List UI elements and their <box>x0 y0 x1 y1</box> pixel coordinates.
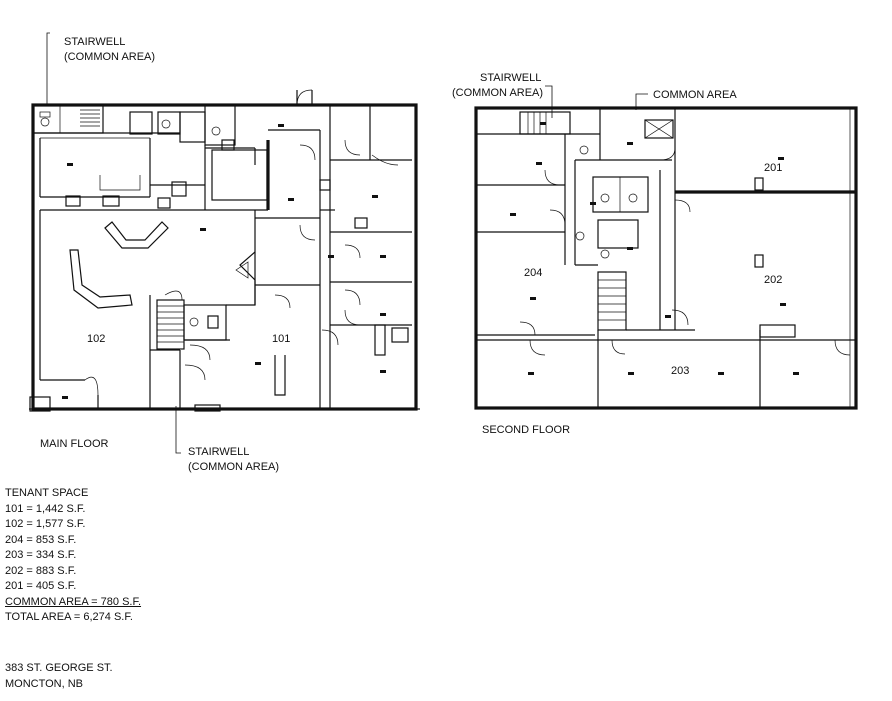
tenant-space-heading: TENANT SPACE <box>5 487 89 499</box>
stairwell-bottom-line1: STAIRWELL <box>188 446 249 458</box>
second-floor-title: SECOND FLOOR <box>482 424 570 436</box>
common-area-total: COMMON AREA = 780 S.F. <box>5 595 142 608</box>
unit-101-label: 101 <box>272 333 290 345</box>
unit-203-label: 203 <box>671 365 689 377</box>
stairwell-top-left-line2: (COMMON AREA) <box>64 51 155 63</box>
main-floor-plan <box>29 89 420 412</box>
second-floor-plan <box>474 106 858 410</box>
stairwell-bottom-line2: (COMMON AREA) <box>188 461 279 473</box>
stairwell-label-top-right: STAIRWELL (COMMON AREA) <box>452 72 544 99</box>
tenant-space-row: 101 = 1,442 S.F. <box>5 502 86 515</box>
main-floor-title: MAIN FLOOR <box>40 438 109 450</box>
unit-102-label: 102 <box>87 333 105 345</box>
tenant-space-row: 204 = 853 S.F. <box>5 533 77 546</box>
unit-204-label: 204 <box>524 267 542 279</box>
stairwell-top-right-line2: (COMMON AREA) <box>452 87 543 99</box>
address-line-2: MONCTON, NB <box>5 677 84 690</box>
stairwell-top-left-line1: STAIRWELL <box>64 36 125 48</box>
unit-201-label: 201 <box>764 162 782 174</box>
address-line-1: 383 ST. GEORGE ST. <box>5 662 113 674</box>
common-area-label: COMMON AREA <box>653 89 737 101</box>
total-area: TOTAL AREA = 6,274 S.F. <box>5 611 133 623</box>
unit-202-label: 202 <box>764 274 782 286</box>
address-block: 383 ST. GEORGE ST. MONCTON, NB <box>5 661 113 692</box>
stairwell-label-top-left: STAIRWELL (COMMON AREA) <box>64 36 155 63</box>
tenant-space-legend: TENANT SPACE 101 = 1,442 S.F. 102 = 1,57… <box>5 486 141 626</box>
tenant-space-row: 201 = 405 S.F. <box>5 580 77 592</box>
stairwell-top-right-line1: STAIRWELL <box>480 72 541 84</box>
tenant-space-row: 102 = 1,577 S.F. <box>5 518 86 530</box>
main-floor-outer-wall <box>31 103 418 411</box>
tenant-space-row: 203 = 334 S.F. <box>5 549 77 561</box>
stairwell-label-bottom: STAIRWELL (COMMON AREA) <box>188 446 279 473</box>
second-floor-outer-wall <box>474 106 858 410</box>
tenant-space-row: 202 = 883 S.F. <box>5 564 77 577</box>
